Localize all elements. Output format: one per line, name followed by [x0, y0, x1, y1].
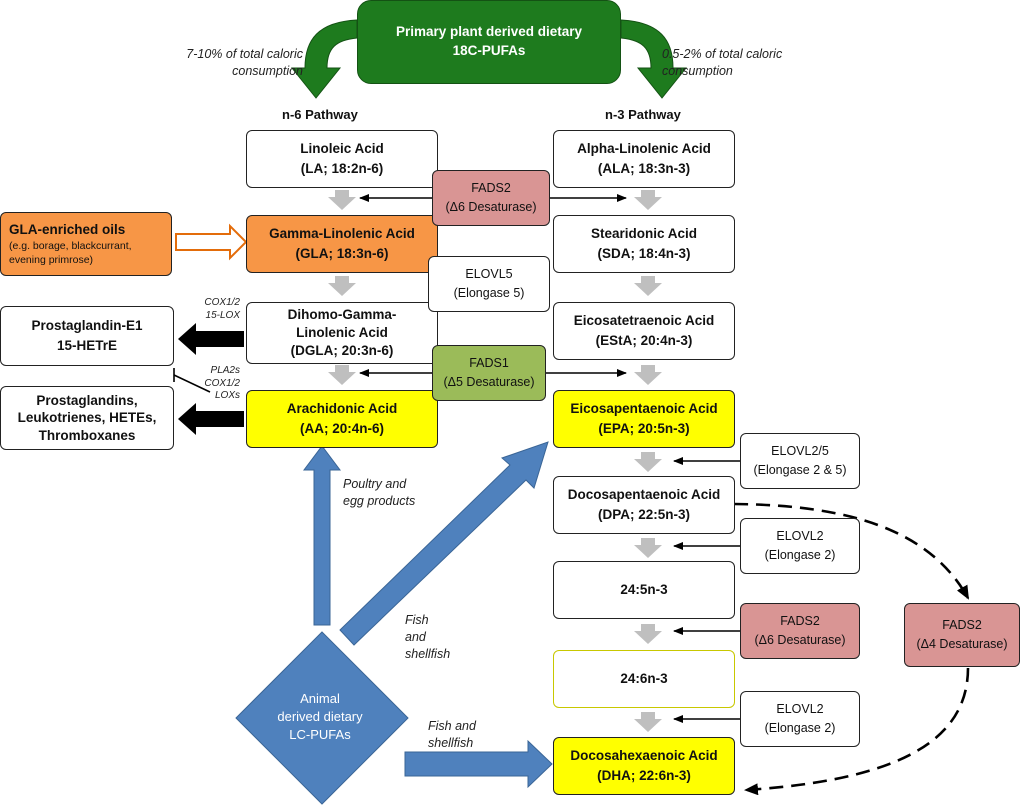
aa-box: Arachidonic Acid(AA; 20:4n-6) — [246, 390, 438, 448]
fads2-d6-enzyme: FADS2(Δ6 Desaturase) — [432, 170, 550, 226]
orange-arrow — [175, 223, 248, 261]
grey-arrows-n6 — [328, 190, 356, 385]
elovl2-enzyme-a: ELOVL2(Elongase 2) — [740, 518, 860, 574]
green-arrow-right — [620, 19, 688, 99]
elovl25-enzyme: ELOVL2/5(Elongase 2 & 5) — [740, 433, 860, 489]
dha-box: Docosahexaenoic Acid(DHA; 22:6n-3) — [553, 737, 735, 795]
n6-pathway-title: n-6 Pathway — [282, 107, 358, 122]
c246-box: 24:6n-3 — [553, 650, 735, 708]
elovl2-enzyme-b: ELOVL2(Elongase 2) — [740, 691, 860, 747]
epa-box: Eicosapentaenoic Acid(EPA; 20:5n-3) — [553, 390, 735, 448]
grey-arrows-n3 — [634, 190, 662, 732]
la-box: Linoleic Acid(LA; 18:2n-6) — [246, 130, 438, 188]
dgla-box: Dihomo-Gamma-Linolenic Acid(DGLA; 20:3n-… — [246, 302, 438, 364]
fads1-enzyme: FADS1(Δ5 Desaturase) — [432, 345, 546, 401]
fads2-d6-enzyme-b: FADS2(Δ6 Desaturase) — [740, 603, 860, 659]
gla-oils-box: GLA-enriched oils (e.g. borage, blackcur… — [0, 212, 172, 276]
dpa-box: Docosapentaenoic Acid(DPA; 22:5n-3) — [553, 476, 735, 534]
animal-diamond — [235, 631, 409, 805]
ala-box: Alpha-Linolenic Acid(ALA; 18:3n-3) — [553, 130, 735, 188]
fads2-d4-enzyme: FADS2(Δ4 Desaturase) — [904, 603, 1020, 667]
dashed-curve-bottom — [744, 667, 970, 796]
gla-oils-detail1: (e.g. borage, blackcurrant, — [9, 240, 132, 253]
black-arrow-eicosanoids — [178, 403, 244, 435]
sda-box: Stearidonic Acid(SDA; 18:4n-3) — [553, 215, 735, 273]
plant-source-line1: Primary plant derived dietary — [395, 24, 583, 40]
c245-box: 24:5n-3 — [553, 561, 735, 619]
black-arrow-pge1 — [178, 323, 244, 355]
n3-pathway-title: n-3 Pathway — [605, 107, 681, 122]
esta-box: Eicosatetraenoic Acid(EStA; 20:4n-3) — [553, 302, 735, 360]
plant-source-line2: 18C-PUFAs — [452, 43, 526, 58]
eicosanoids-box: Prostaglandins,Leukotrienes, HETEs,Throm… — [0, 386, 174, 450]
green-arrow-left — [290, 19, 358, 99]
blue-arrow-dha — [404, 739, 553, 789]
gla-oils-title: GLA-enriched oils — [9, 222, 126, 238]
blue-arrow-epa — [339, 441, 549, 646]
gla-box: Gamma-Linolenic Acid(GLA; 18:3n-6) — [246, 215, 438, 273]
gla-oils-detail2: evening primrose) — [9, 254, 94, 267]
blue-arrow-aa — [303, 445, 341, 626]
plant-source-box: Primary plant derived dietary 18C-PUFAs — [357, 0, 621, 84]
elovl5-enzyme: ELOVL5(Elongase 5) — [428, 256, 550, 312]
